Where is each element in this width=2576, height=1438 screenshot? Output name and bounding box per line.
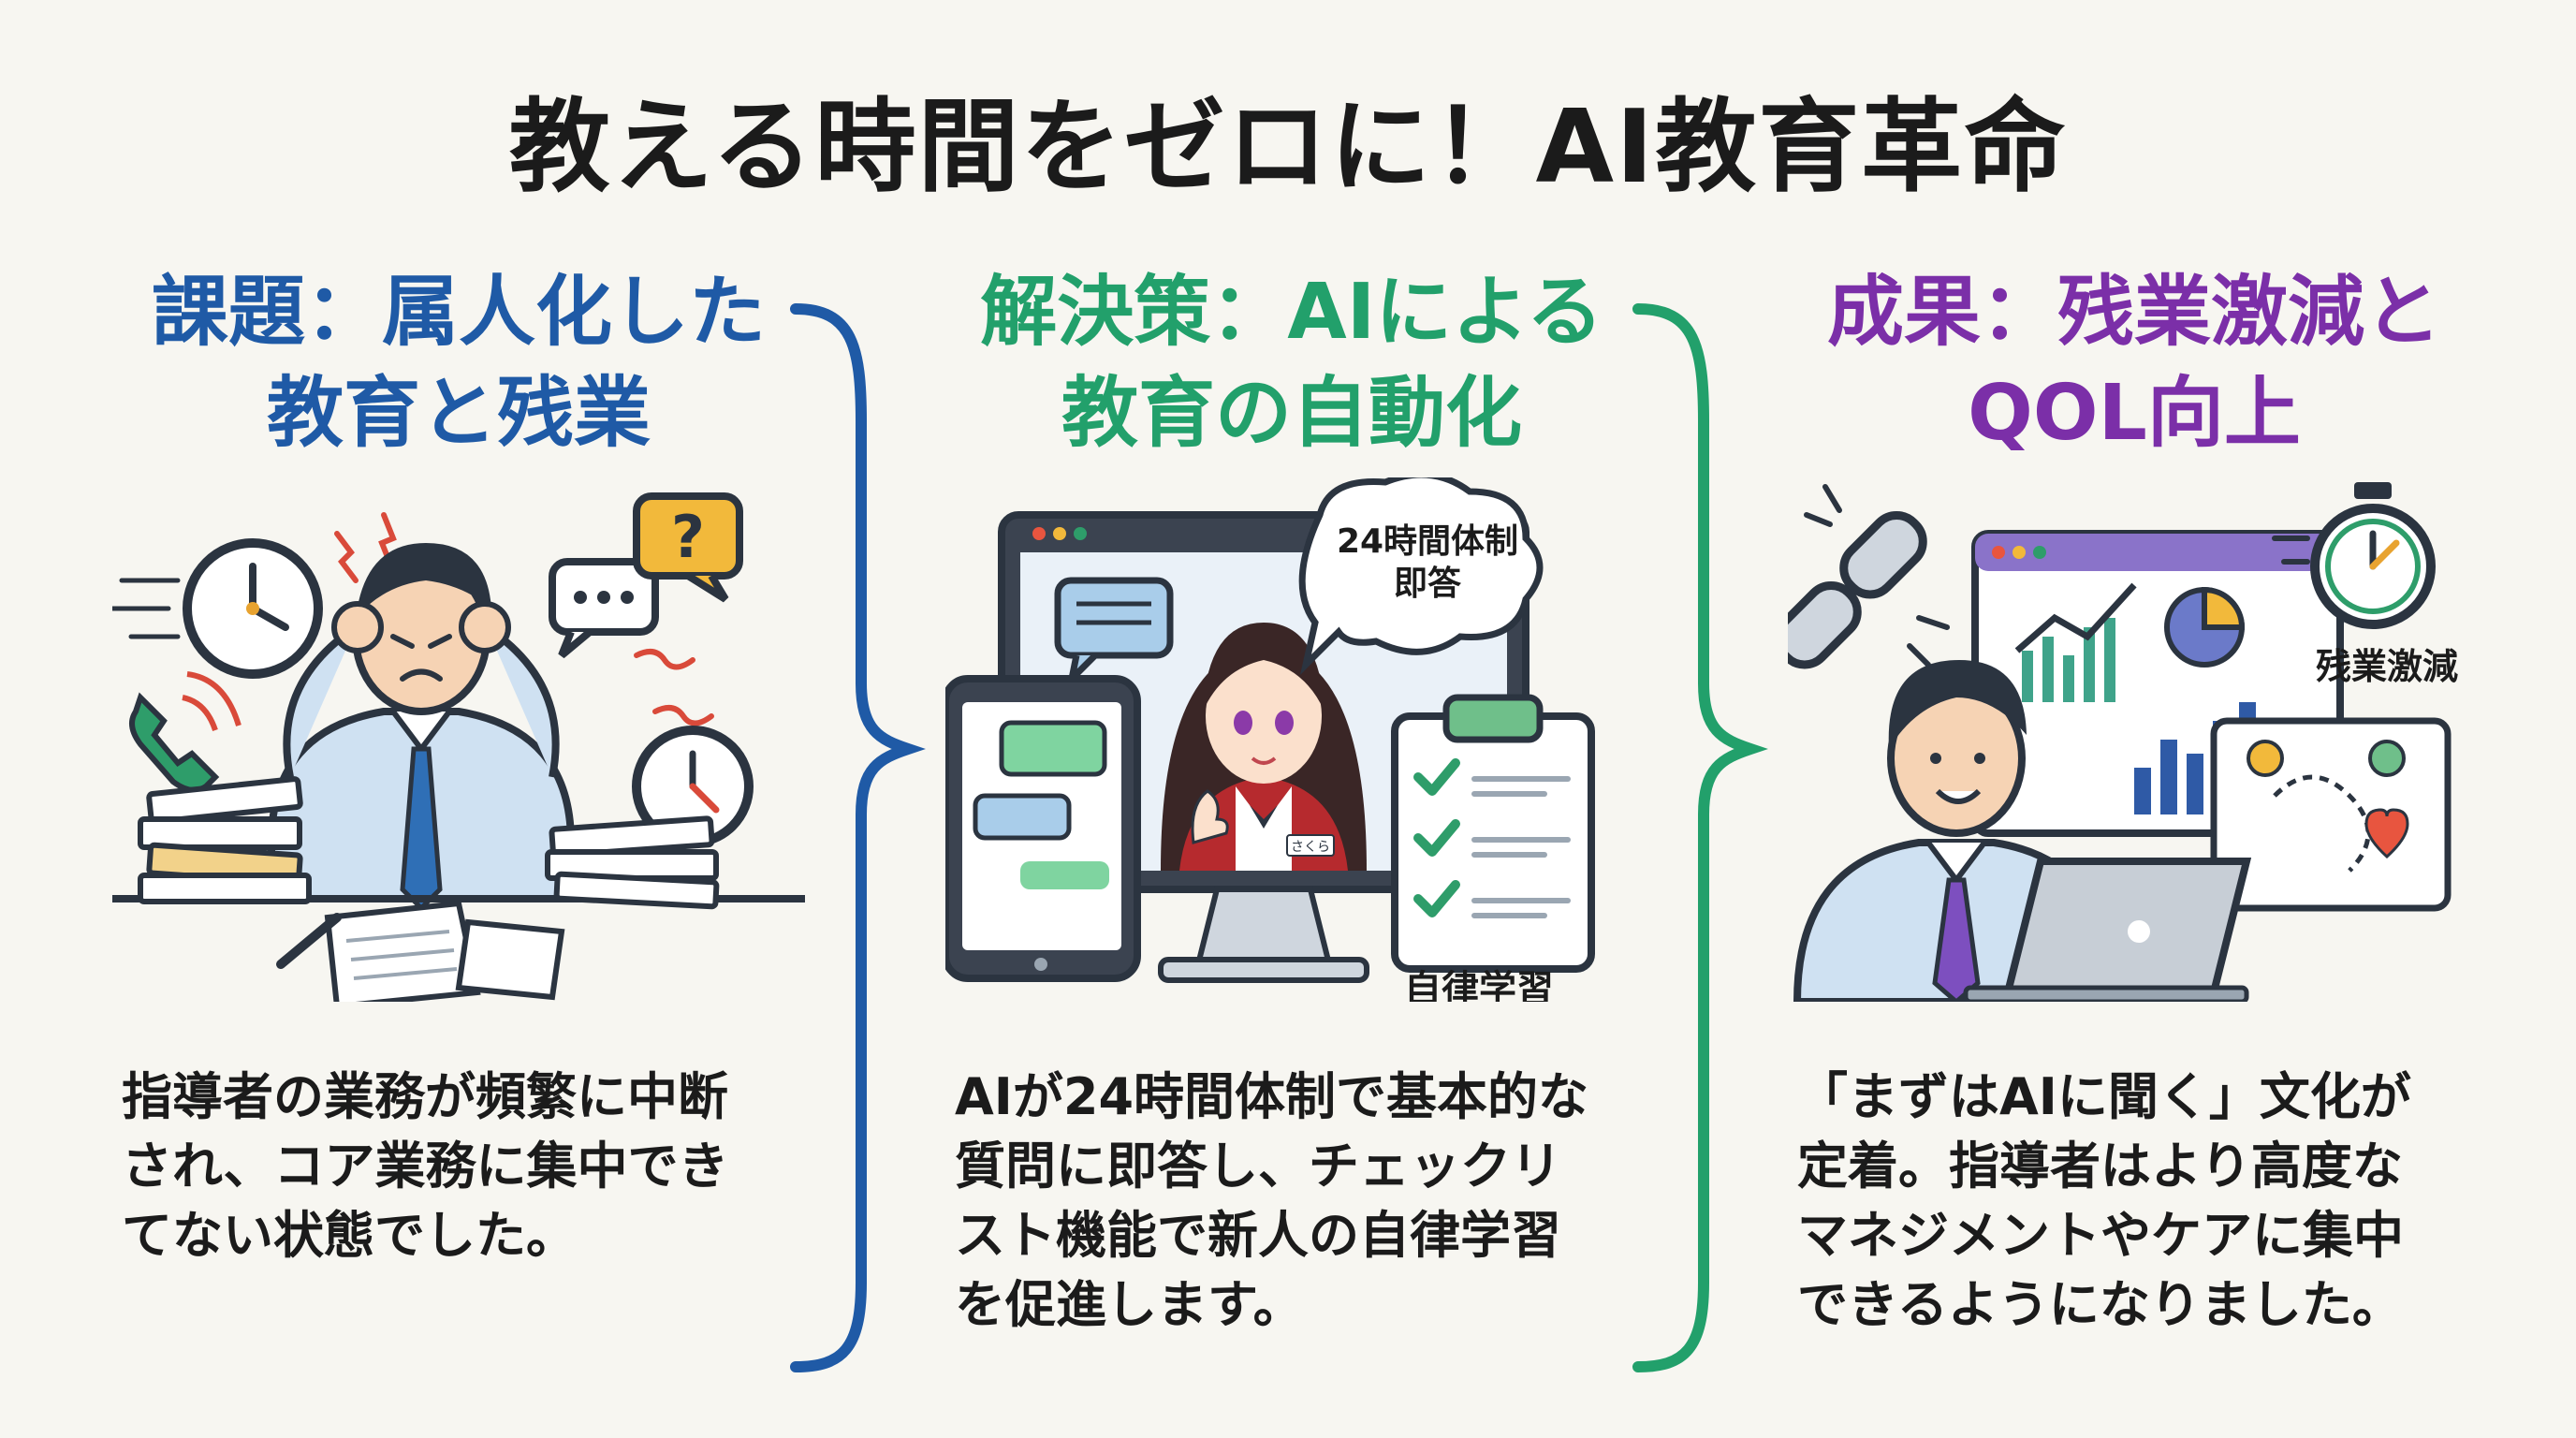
bubble-text: 即答 [1394, 565, 1462, 603]
ai-tutor-illustration: さくら 24時間体制 即答 [945, 477, 1595, 1002]
body-line: 定着。指導者はより高度な [1797, 1137, 2403, 1196]
body-line: 質問に即答し、チェックリ [955, 1137, 1561, 1196]
chat-icon [1054, 577, 1174, 689]
phone-icon [129, 671, 242, 793]
heading-line: 解決策：AIによる [980, 268, 1603, 357]
heading-line: 成果：残業激減と [1826, 268, 2441, 357]
paper-stack [138, 776, 720, 910]
body-line: を促進します。 [955, 1275, 1304, 1334]
tablet [945, 675, 1141, 982]
chat-icon [549, 558, 659, 659]
heading-line: 教育の自動化 [1061, 369, 1522, 458]
page-title: 教える時間をゼロに！AI教育革命 [508, 89, 2068, 206]
body-line: 「まずはAIに聞く」文化が [1797, 1067, 2411, 1126]
body-line: AIが24時間体制で基本的な [955, 1067, 1589, 1126]
workflow-card [2210, 717, 2452, 912]
column-body: 「まずはAIに聞く」文化が 定着。指導者はより高度な マネジメントやケアに集中 … [1797, 1063, 2471, 1340]
caption-self-learning: 自律学習 [1404, 968, 1554, 1002]
body-line: マネジメントやケアに集中 [1797, 1206, 2404, 1265]
body-line: できるようになりました。 [1797, 1275, 2403, 1334]
stressed-person [268, 543, 575, 912]
caption-overtime-reduced: 残業激減 [2316, 646, 2458, 687]
brace-divider-right [1632, 303, 1768, 1372]
column-result: 成果：残業激減と QOL向上 残業激減 [1760, 262, 2509, 1334]
body-line: スト機能で新人の自律学習 [955, 1206, 1561, 1265]
column-heading: 成果：残業激減と QOL向上 [1760, 262, 2509, 464]
relaxed-worker-illustration: 残業激減 [1788, 482, 2458, 1002]
ai-tutor-avatar: さくら [1161, 623, 1367, 871]
question-icon: ? [633, 492, 743, 603]
body-line: 指導者の業務が頻繁に中断 [122, 1067, 728, 1126]
column-body: 指導者の業務が頻繁に中断 され、コア業務に集中でき てない状態でした。 [122, 1063, 796, 1270]
laptop-icon [1963, 858, 2252, 1002]
body-line: てない状態でした。 [122, 1206, 577, 1265]
bubble-text: 24時間体制 [1337, 522, 1518, 561]
stopwatch-icon [2272, 482, 2436, 629]
heading-line: 課題：属人化した [151, 268, 766, 357]
column-solution: 解決策：AIによる 教育の自動化 [917, 262, 1666, 1334]
speech-bubble: 24時間体制 即答 [1298, 477, 1544, 675]
svg-text:?: ? [671, 503, 705, 571]
column-body: AIが24時間体制で基本的な 質問に即答し、チェックリ スト機能で新人の自律学習… [955, 1063, 1629, 1340]
chain-icon [1788, 484, 1950, 669]
heading-line: QOL向上 [1968, 369, 2301, 458]
name-badge: さくら [1291, 840, 1330, 855]
body-line: され、コア業務に集中でき [122, 1137, 729, 1196]
heading-line: 教育と残業 [266, 369, 651, 458]
column-problem: 課題：属人化した 教育と残業 [84, 262, 833, 1265]
checklist-icon [1391, 694, 1595, 973]
column-heading: 課題：属人化した 教育と残業 [84, 262, 833, 464]
column-heading: 解決策：AIによる 教育の自動化 [917, 262, 1666, 464]
stressed-worker-illustration: ? [112, 492, 805, 1002]
brace-divider-left [790, 303, 926, 1372]
clock-icon [183, 538, 323, 679]
